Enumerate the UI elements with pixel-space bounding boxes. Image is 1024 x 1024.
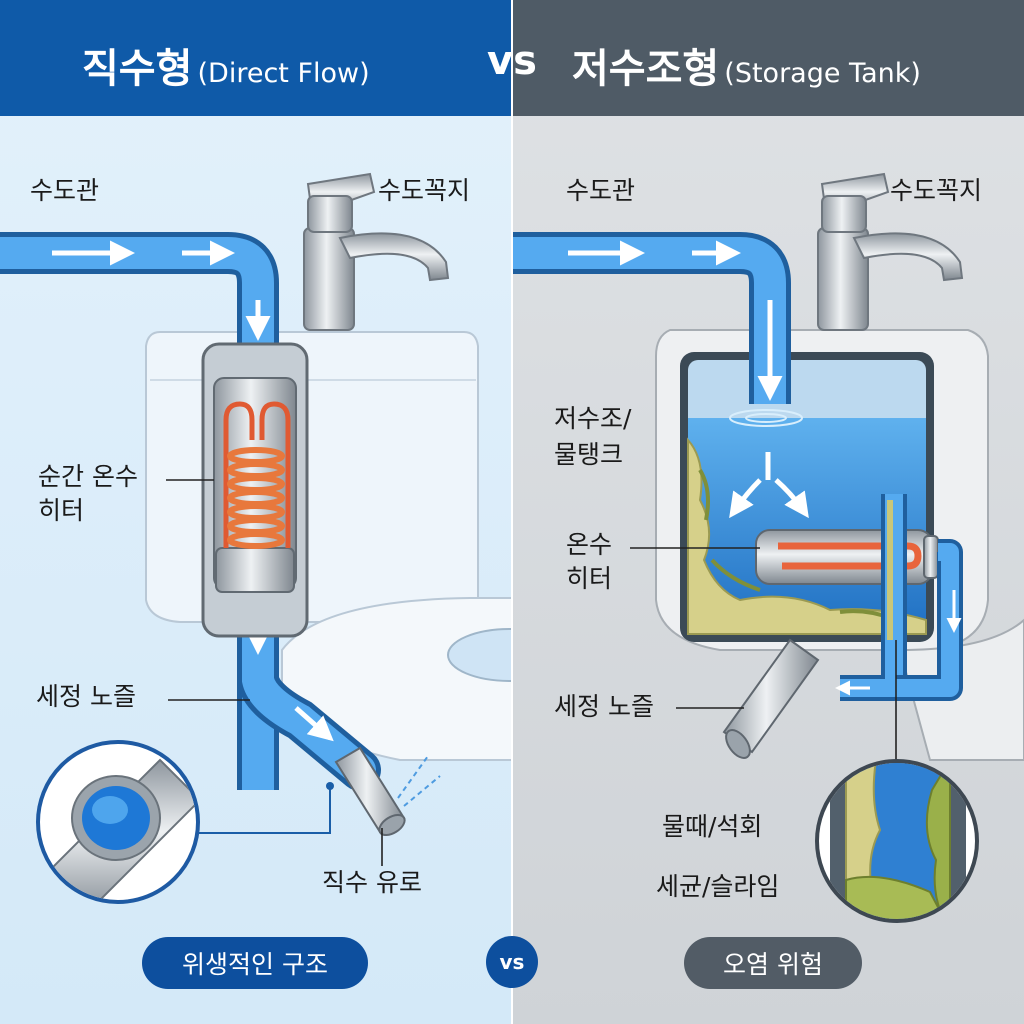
storage-tank-illustration [512, 172, 1024, 923]
right-title-main: 저수조형 [572, 46, 720, 92]
label-scale: 물때/석회 [662, 812, 763, 841]
cleaning-nozzle [334, 746, 406, 837]
label-nozzle-right: 세정 노즐 [554, 692, 654, 721]
label-nozzle: 세정 노즐 [36, 682, 136, 711]
toilet-bowl-water [447, 628, 512, 682]
left-title-subtitle: (Direct Flow) [197, 58, 370, 89]
contamination-risk-badge: 오염 위험 [684, 937, 862, 989]
left-header-bar [0, 0, 512, 116]
label-heater-right-line1: 온수 [566, 530, 613, 559]
direct-flow-illustration [0, 172, 512, 904]
instant-heater [201, 342, 309, 638]
right-title-subtitle: (Storage Tank) [724, 58, 921, 89]
faucet-icon-right [817, 172, 964, 331]
label-heater-line2: 히터 [38, 496, 85, 525]
hygienic-structure-badge: 위생적인 구조 [142, 937, 368, 989]
right-header-bar [512, 0, 1024, 116]
right-title: 저수조형 (Storage Tank) [572, 36, 921, 94]
contaminated-pipe-magnifier [815, 759, 979, 923]
cleaning-nozzle-right [722, 638, 820, 759]
outlet-pipe-water [242, 584, 376, 786]
label-direct-path: 직수 유로 [322, 868, 422, 897]
label-supply-pipe: 수도관 [30, 176, 100, 205]
label-tank-line1: 저수조/ [554, 404, 632, 433]
clean-pipe-magnifier [36, 740, 200, 904]
magnifier-leader [198, 786, 331, 834]
label-supply-pipe-right: 수도관 [566, 176, 636, 205]
storage-heater [755, 529, 939, 585]
left-title-main: 직수형 [82, 46, 193, 92]
label-bacteria: 세균/슬라임 [656, 872, 780, 901]
label-heater-right-line2: 히터 [566, 564, 613, 593]
flow-arrow-5 [294, 706, 334, 742]
left-title: 직수형 (Direct Flow) [82, 36, 370, 94]
label-tank-line2: 물탱크 [554, 440, 624, 469]
faucet-icon [303, 172, 450, 331]
toilet-tank-body [145, 331, 479, 623]
label-faucet: 수도꼭지 [378, 176, 471, 205]
vs-badge: vs [486, 936, 538, 988]
label-faucet-right: 수도꼭지 [890, 176, 983, 205]
spray-lines [397, 755, 441, 807]
label-heater-line1: 순간 온수 [38, 462, 138, 491]
